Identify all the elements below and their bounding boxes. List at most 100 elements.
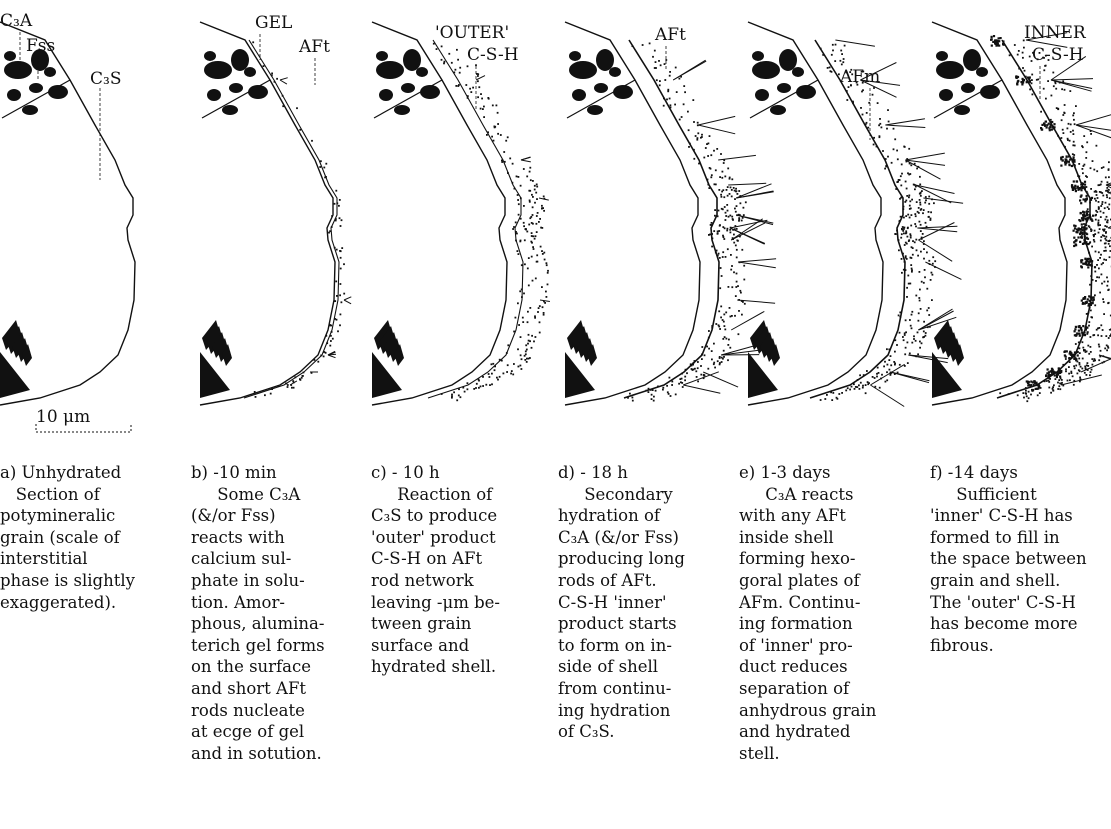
inner-csh-stipple [1075, 326, 1077, 328]
csh-stipple [547, 272, 549, 274]
csh-stipple [667, 90, 669, 92]
caption-d-body: Secondary hydration of C₃A (&/or Fss) pr… [558, 484, 738, 743]
csh-stipple [1089, 374, 1091, 376]
csh-stipple [459, 72, 461, 74]
csh-stipple [662, 389, 664, 391]
csh-stipple [727, 210, 729, 212]
csh-stipple [1047, 80, 1049, 82]
csh-stipple [339, 199, 341, 201]
inner-csh-stipple [1028, 384, 1030, 386]
csh-stipple [905, 233, 907, 235]
csh-stipple [1073, 112, 1075, 114]
csh-stipple [529, 307, 531, 309]
csh-stipple [895, 233, 897, 235]
aft-rod [521, 157, 531, 160]
inner-csh-stipple [1084, 258, 1086, 260]
csh-stipple [901, 233, 903, 235]
csh-stipple [729, 177, 731, 179]
aft-rod [885, 125, 925, 128]
csh-stipple [655, 390, 657, 392]
inner-csh-stipple [1069, 159, 1071, 161]
csh-stipple [720, 194, 722, 196]
csh-stipple [731, 178, 733, 180]
csh-stipple [457, 59, 459, 61]
csh-stipple [903, 339, 905, 341]
csh-stipple [846, 99, 848, 101]
csh-stipple [507, 136, 509, 138]
csh-stipple [336, 202, 338, 204]
csh-stipple [1108, 161, 1110, 163]
csh-stipple [695, 370, 697, 372]
csh-stipple [323, 356, 325, 358]
csh-stipple [718, 310, 720, 312]
csh-stipple [499, 359, 501, 361]
csh-stipple [523, 293, 525, 295]
csh-stipple [720, 317, 722, 319]
csh-stipple [1092, 279, 1094, 281]
csh-stipple [1040, 111, 1042, 113]
inner-csh-stipple [1084, 334, 1086, 336]
csh-stipple [724, 329, 726, 331]
csh-stipple [830, 391, 832, 393]
csh-stipple [923, 331, 925, 333]
csh-stipple [1097, 223, 1099, 225]
csh-stipple [507, 364, 509, 366]
csh-stipple [734, 198, 736, 200]
csh-stipple [1098, 277, 1100, 279]
csh-stipple [852, 101, 854, 103]
csh-stipple [911, 342, 913, 344]
csh-stipple [341, 247, 343, 249]
csh-stipple [1090, 228, 1092, 230]
csh-stipple [513, 331, 515, 333]
caption-a-head: a) Unhydrated [0, 462, 180, 484]
csh-stipple [1105, 259, 1107, 261]
csh-stipple [652, 389, 654, 391]
csh-stipple [491, 363, 493, 365]
csh-stipple [728, 286, 730, 288]
inner-csh-stipple [1059, 372, 1061, 374]
csh-stipple [658, 60, 660, 62]
inner-csh-stipple [1079, 335, 1081, 337]
csh-stipple [896, 230, 898, 232]
csh-stipple [736, 228, 738, 230]
csh-stipple [932, 263, 934, 265]
inner-csh-stipple [1068, 155, 1070, 157]
csh-stipple [740, 202, 742, 204]
csh-stipple [252, 41, 254, 43]
csh-stipple [518, 366, 520, 368]
inner-csh-stipple [1066, 155, 1068, 157]
inner-csh-stipple [1074, 185, 1076, 187]
csh-stipple [1048, 387, 1050, 389]
csh-stipple [492, 105, 494, 107]
csh-stipple [271, 73, 273, 75]
inner-csh-stipple [1075, 244, 1077, 246]
csh-stipple [264, 394, 266, 396]
csh-stipple [1106, 226, 1108, 228]
csh-stipple [830, 70, 832, 72]
csh-stipple [642, 44, 644, 46]
label-aft-b: AFt [299, 38, 330, 57]
csh-stipple [907, 236, 909, 238]
csh-stipple [1093, 334, 1095, 336]
csh-stipple [862, 114, 864, 116]
csh-stipple [685, 369, 687, 371]
csh-stipple [896, 150, 898, 152]
csh-stipple [1026, 395, 1028, 397]
csh-stipple [1099, 191, 1101, 193]
csh-stipple [721, 361, 723, 363]
csh-stipple [1058, 385, 1060, 387]
csh-stipple [1051, 95, 1053, 97]
csh-stipple [299, 378, 301, 380]
inner-csh-stipple [1086, 301, 1088, 303]
csh-stipple [1089, 284, 1091, 286]
csh-stipple [909, 205, 911, 207]
csh-stipple [453, 72, 455, 74]
inner-csh-stipple [1080, 189, 1082, 191]
inner-csh-stipple [1083, 332, 1085, 334]
csh-stipple [886, 128, 888, 130]
csh-stipple [847, 387, 849, 389]
csh-stipple [731, 189, 733, 191]
csh-stipple [895, 188, 897, 190]
inner-csh-stipple [1090, 298, 1092, 300]
csh-stipple [1097, 334, 1099, 336]
